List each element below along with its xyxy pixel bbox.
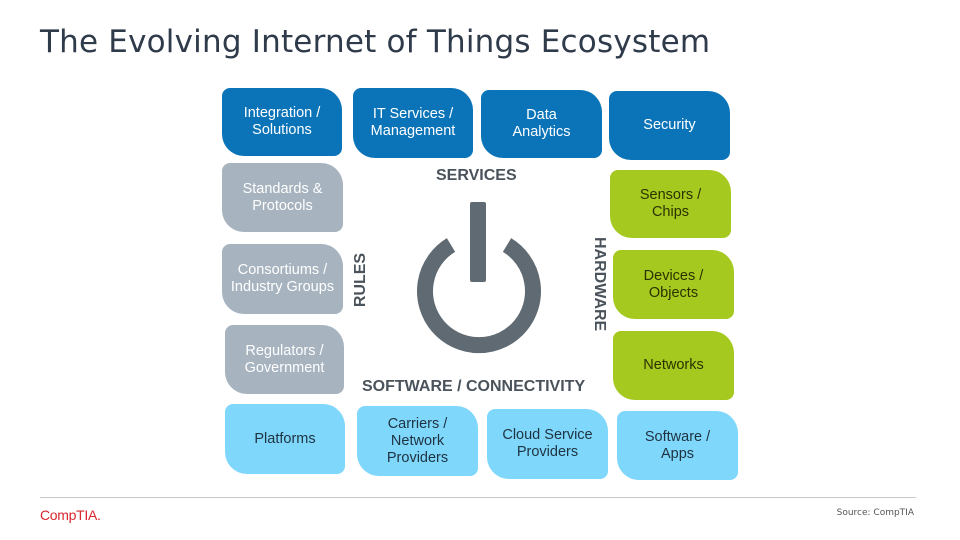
footer-divider	[40, 497, 916, 498]
tile-software-apps: Software / Apps	[617, 411, 738, 480]
tile-platforms: Platforms	[225, 404, 345, 474]
tile-data-analytics: Data Analytics	[481, 90, 602, 158]
tile-standards-protocols: Standards & Protocols	[222, 163, 343, 232]
tile-consortiums-industry-groups: Consortiums / Industry Groups	[222, 244, 343, 314]
tile-regulators-government: Regulators / Government	[225, 325, 344, 394]
tile-integration-solutions: Integration / Solutions	[222, 88, 342, 156]
tile-it-services-management: IT Services / Management	[353, 88, 473, 158]
tile-sensors-chips: Sensors / Chips	[610, 170, 731, 238]
tile-networks: Networks	[613, 331, 734, 400]
tile-security: Security	[609, 91, 730, 160]
comptia-logo: CompTIA.	[40, 507, 101, 523]
tile-carriers-network-providers: Carriers / Network Providers	[357, 406, 478, 476]
section-label-services: SERVICES	[436, 167, 517, 184]
page-title: The Evolving Internet of Things Ecosyste…	[40, 24, 711, 60]
source-note: Source: CompTIA	[836, 508, 914, 518]
section-label-rules: RULES	[352, 252, 369, 308]
power-icon	[417, 202, 541, 354]
tile-cloud-service-providers: Cloud Service Providers	[487, 409, 608, 479]
section-label-hardware: HARDWARE	[591, 237, 608, 332]
tile-devices-objects: Devices / Objects	[613, 250, 734, 319]
section-label-software-connectivity: SOFTWARE / CONNECTIVITY	[362, 378, 586, 395]
